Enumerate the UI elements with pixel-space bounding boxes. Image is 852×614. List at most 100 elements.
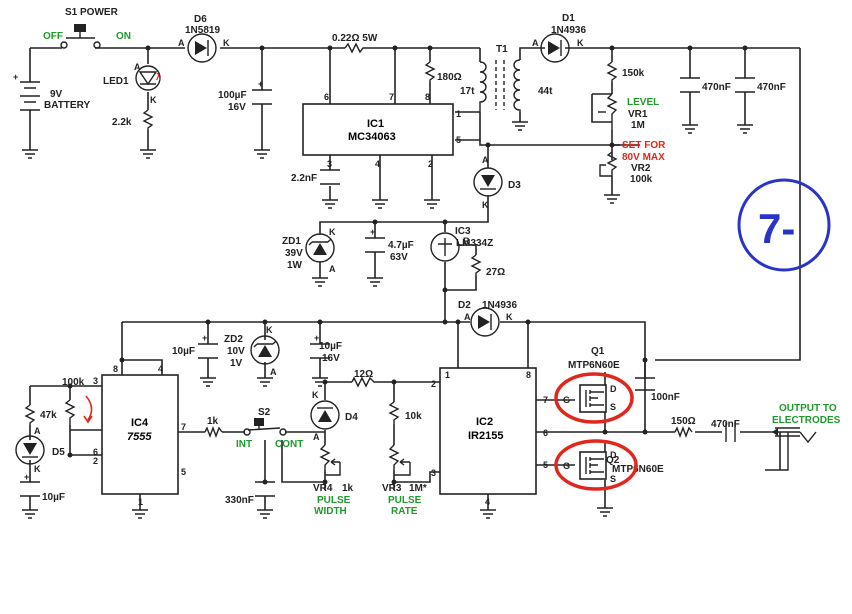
switch-contact-off (60, 41, 68, 49)
ic3-ref: IC3 (455, 226, 471, 237)
zd2-ref: ZD2 (224, 334, 243, 345)
q1-g: G (563, 395, 570, 405)
zd2-power: 1V (230, 358, 243, 369)
switch-s2-mode[interactable]: S2 INT CONT (236, 407, 303, 450)
zd1-power: 1W (287, 260, 303, 271)
resistor-10k: 10k (388, 401, 422, 424)
zd1-a: A (329, 264, 336, 274)
d6-cathode: K (223, 38, 230, 48)
ic3-resistor: 27Ω (486, 267, 505, 278)
r1k-label: 1k (207, 416, 219, 427)
ic4-pin6: 6 (93, 447, 98, 457)
pot-vr3-pulse-rate[interactable]: VR3 1M* PULSE RATE (382, 444, 427, 517)
ic1-pin6: 6 (324, 92, 329, 102)
pot-vr4-pulse-width[interactable]: VR4 1k PULSE WIDTH (313, 444, 354, 517)
pot-vr1-level[interactable]: LEVEL VR1 1M (598, 93, 659, 131)
ic4-pin2: 2 (93, 456, 98, 466)
ic1-pin2: 2 (428, 159, 433, 169)
power-switch-s1[interactable]: S1 POWER OFF ON (43, 7, 131, 49)
q2-s: S (610, 474, 616, 484)
r150-label: 150Ω (671, 416, 696, 427)
ic4-pin7: 7 (181, 422, 186, 432)
ic2-ir2155: IC2 IR2155 1 8 2 3 7 6 5 4 (431, 367, 548, 507)
d1-part: 1N4936 (551, 25, 586, 36)
s1-off-label: OFF (43, 31, 63, 42)
resistor-12r: 12Ω (351, 369, 376, 388)
blue-annotation-circle (737, 178, 831, 272)
t1-secondary-turns: 44t (538, 86, 553, 97)
d6-ref: D6 (194, 14, 207, 25)
led1-anode: A (134, 62, 141, 72)
ic1-pin7: 7 (389, 92, 394, 102)
svg-text:+: + (258, 79, 263, 89)
d4-ref: D4 (345, 412, 358, 423)
d4-k: K (312, 390, 319, 400)
ic4-pin8: 8 (113, 364, 118, 374)
ic1-mc34063: IC1 MC34063 6 7 8 1 5 3 4 2 (302, 92, 461, 169)
capacitor-10uf-a: + 10µF (172, 333, 218, 359)
c100n-label: 100nF (651, 392, 680, 403)
c47u-value: 4.7µF (388, 240, 414, 251)
q1-ref: Q1 (591, 346, 605, 357)
annotation-text: 7- (758, 205, 795, 252)
ic4-pin5: 5 (181, 467, 186, 477)
ic2-pin2: 2 (431, 379, 436, 389)
battery: + 9V BATTERY (13, 72, 90, 111)
led1-cathode: K (150, 95, 157, 105)
vr2-note1: SET FOR (622, 140, 666, 151)
ic4-part: 7555 (127, 431, 152, 443)
c47u-voltage: 63V (390, 252, 408, 263)
resistor-180: 180Ω (424, 61, 462, 83)
output-jack[interactable]: OUTPUT TO ELECTRODES (765, 403, 841, 471)
diode-d1: D1 1N4936 A K (532, 13, 586, 63)
vr3-name1: PULSE (388, 495, 422, 506)
ic1-pin4: 4 (375, 159, 380, 169)
c10u-c-label: 10µF (42, 492, 65, 503)
s2-ref: S2 (258, 407, 271, 418)
r-sense-label: 0.22Ω 5W (332, 33, 378, 44)
diode-d2: D2 1N4936 A K (458, 300, 517, 337)
vr3-ref: VR3 (382, 483, 402, 494)
vr3-value: 1M* (409, 483, 427, 494)
ic2-pin8: 8 (526, 370, 531, 380)
d1-ref: D1 (562, 13, 575, 24)
output-line2: ELECTRODES (772, 415, 841, 426)
ic1-pin1: 1 (456, 109, 461, 119)
d4-a: A (313, 432, 320, 442)
s2-cont-label: CONT (275, 439, 303, 450)
r12-label: 12Ω (354, 369, 373, 380)
transformer-t1: T1 17t 44t (460, 44, 553, 112)
zd1-k: K (329, 227, 336, 237)
ic4-pin4: 4 (158, 364, 163, 374)
capacitor-470nf-out: 470nF (711, 419, 740, 442)
capacitor-100nf: 100nF (635, 377, 680, 403)
ic2-pin1: 1 (445, 370, 450, 380)
svg-text:+: + (202, 333, 207, 343)
ic4-7555: IC4 7555 8 4 3 2 6 7 5 1 (93, 364, 186, 507)
d1-anode: A (532, 38, 539, 48)
d6-part: 1N5819 (185, 25, 220, 36)
ic1-pin5: 5 (456, 135, 461, 145)
d3-anode: A (482, 155, 489, 165)
pot-vr2[interactable]: SET FOR 80V MAX VR2 100k (599, 140, 666, 185)
vr4-value: 1k (342, 483, 354, 494)
resistor-0r22: 0.22Ω 5W (332, 33, 378, 54)
c10u-b-voltage: 16V (322, 353, 340, 364)
ic4-ref: IC4 (131, 417, 149, 429)
c10u-a-value: 10µF (172, 346, 195, 357)
ic4-pin3: 3 (93, 376, 98, 386)
q1-highlight-circle (554, 372, 634, 424)
vr2-value: 100k (630, 174, 653, 185)
svg-text:+: + (24, 472, 29, 482)
vr2-ref: VR2 (631, 163, 651, 174)
ic3-lm334z: IC3 LM334Z R 27Ω (430, 226, 505, 278)
pot-100k[interactable]: 100k (62, 377, 93, 425)
capacitor-470nf-b: 470nF (735, 77, 786, 93)
d3-ref: D3 (508, 180, 521, 191)
resistor-47k: 47k (24, 404, 57, 425)
diode-d6: D6 1N5819 A K (178, 14, 230, 63)
zener-zd2: ZD2 10V 1V K A (224, 325, 280, 377)
d5-ref: D5 (52, 447, 65, 458)
ic1-ref: IC1 (367, 118, 384, 130)
d2-ref: D2 (458, 300, 471, 311)
